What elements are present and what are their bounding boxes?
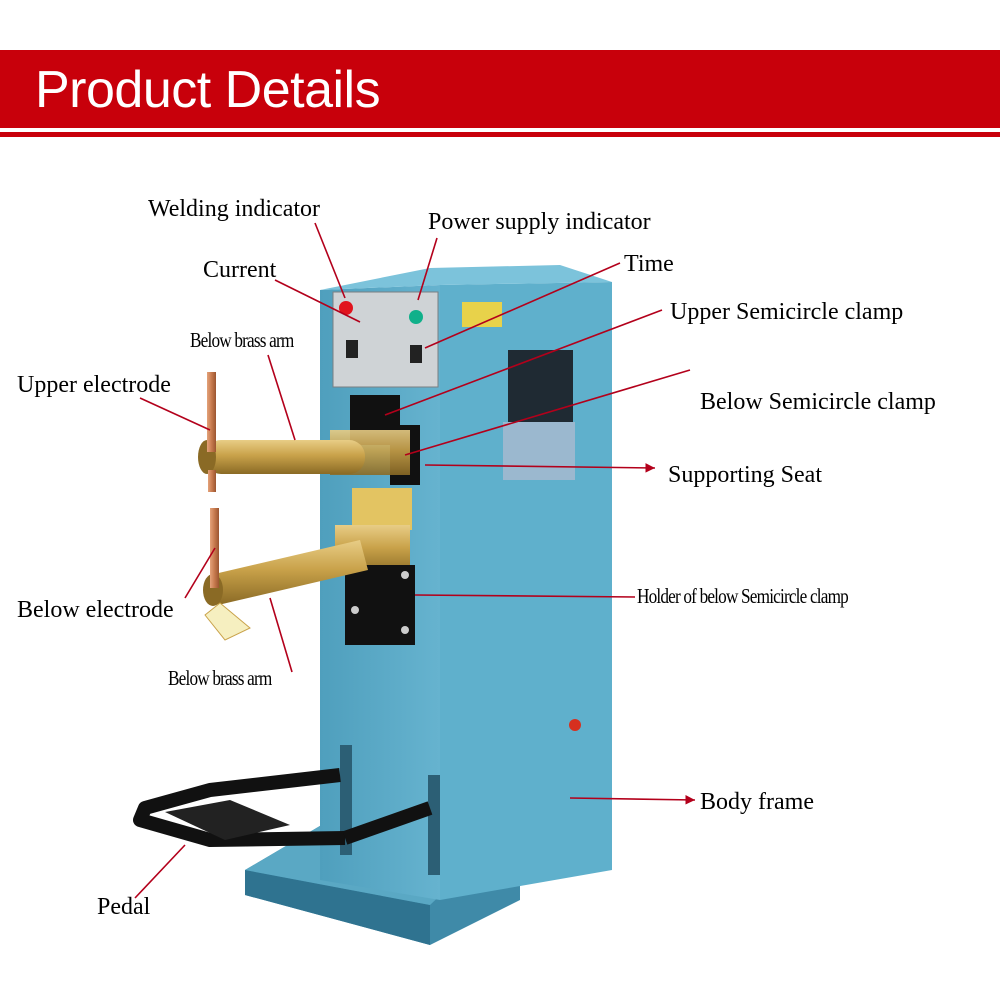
pedal: [133, 768, 433, 847]
upper-brass-arm: [198, 440, 365, 474]
label-below-brass-arm-top: Below brass arm: [190, 328, 294, 352]
current-switch-icon: [346, 340, 358, 358]
header-underline: [0, 132, 1000, 137]
side-panel: [503, 350, 581, 731]
leader-lines: [134, 222, 696, 899]
label-supporting-seat: Supporting Seat: [668, 462, 822, 488]
label-power-supply-indicator: Power supply indicator: [428, 209, 651, 235]
label-upper-electrode: Upper electrode: [17, 372, 171, 398]
label-current: Current: [203, 257, 277, 283]
label-upper-semicircle-clamp: Upper Semicircle clamp: [670, 299, 904, 325]
upper-electrode: [207, 372, 216, 492]
label-below-semicircle-clamp: Below Semicircle clamp: [700, 389, 936, 415]
label-pedal: Pedal: [97, 894, 151, 920]
label-body-frame: Body frame: [700, 789, 814, 815]
label-welding-indicator: Welding indicator: [148, 196, 321, 222]
label-below-electrode: Below electrode: [17, 597, 174, 623]
lower-clamp: [335, 525, 415, 645]
time-switch-icon: [410, 345, 422, 363]
header-banner: [0, 50, 1000, 128]
power-indicator-icon: [409, 310, 423, 324]
welding-indicator-icon: [339, 301, 353, 315]
label-time: Time: [624, 251, 674, 277]
label-below-brass-arm-bottom: Below brass arm: [168, 666, 272, 690]
label-holder-below-clamp: Holder of below Semicircle clamp: [637, 584, 849, 608]
supporting-seat: [352, 488, 412, 530]
page-title: Product Details: [35, 61, 381, 119]
